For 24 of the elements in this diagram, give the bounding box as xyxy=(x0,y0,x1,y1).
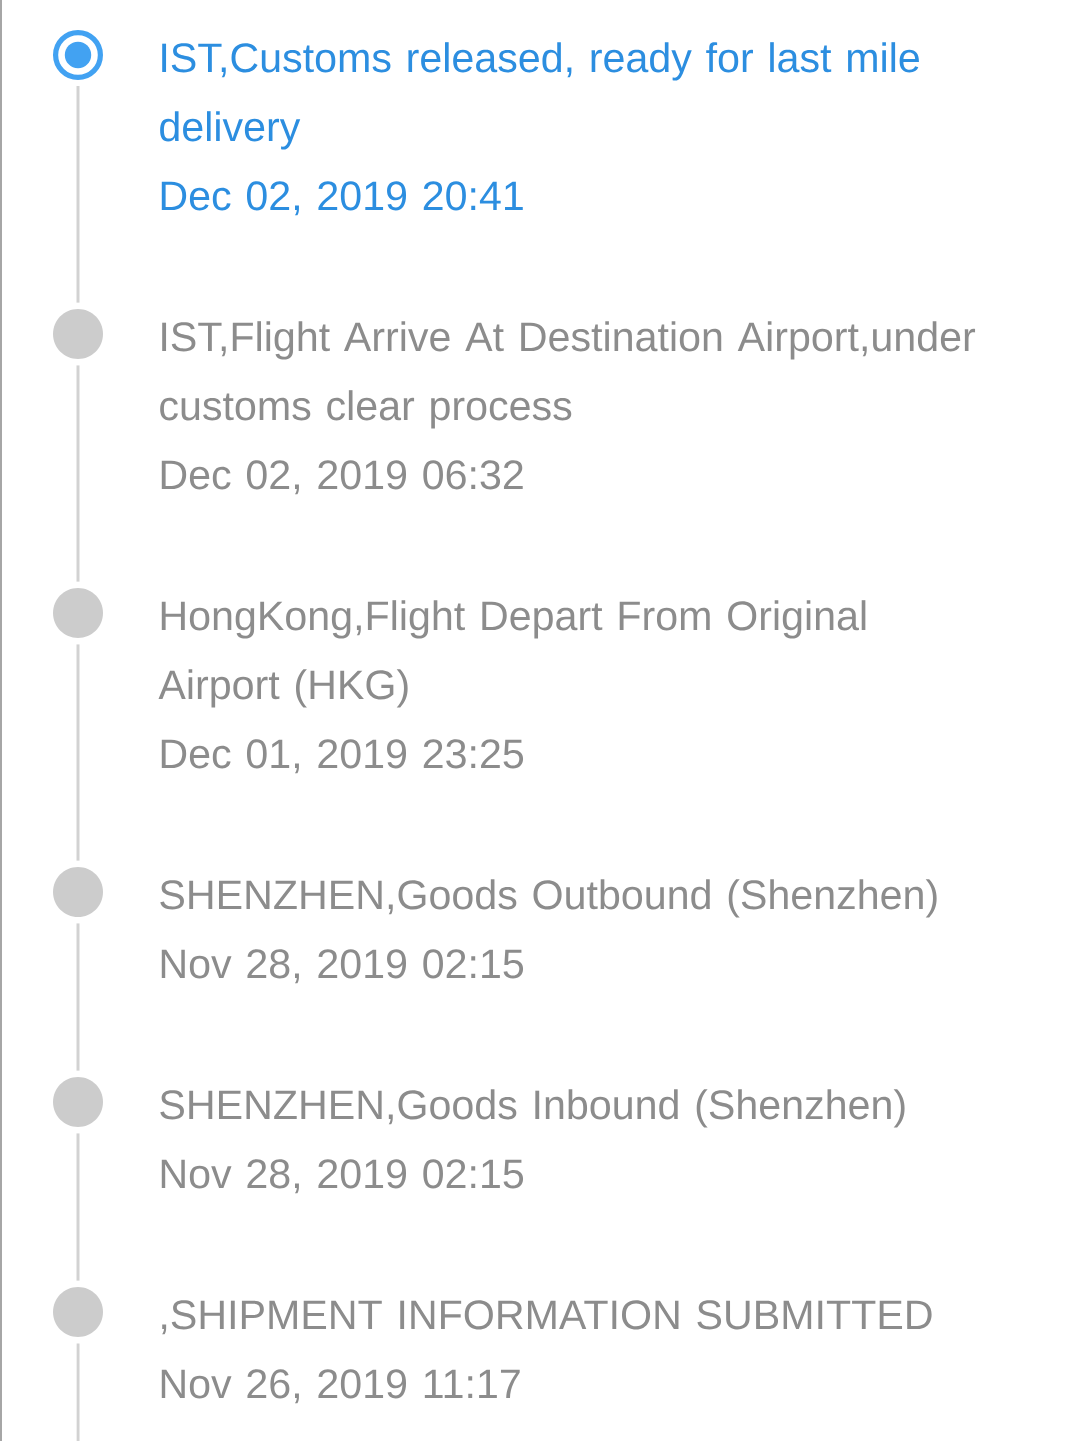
timeline-line xyxy=(76,923,80,1071)
ring-dot xyxy=(53,30,103,80)
timeline-dot xyxy=(53,309,103,359)
event-timestamp: Nov 28, 2019 02:15 xyxy=(161,949,524,984)
timeline-dot xyxy=(53,1077,103,1127)
event-timestamp: Dec 02, 2019 20:41 xyxy=(161,181,523,216)
event-description: HongKong,Flight Depart From Original Airport (HKG) xyxy=(158,600,866,708)
event-description: IST,Customs released, ready for last mile delivery xyxy=(160,42,919,150)
event-timestamp: Nov 28, 2019 02:15 xyxy=(161,1159,524,1194)
event-description: SHENZHEN,Goods Inbound (Shenzhen) xyxy=(160,1089,905,1128)
event-description: IST,Flight Arrive At Destination Airport,under customs clear process xyxy=(160,321,976,429)
timeline-line xyxy=(76,365,80,582)
timeline-dot xyxy=(53,867,103,917)
timeline-line xyxy=(76,86,80,303)
timeline-dot xyxy=(53,1287,103,1337)
timeline-line xyxy=(76,1133,80,1281)
event-timestamp: Dec 01, 2019 23:25 xyxy=(161,739,524,774)
event-timestamp: Dec 02, 2019 06:32 xyxy=(161,460,523,495)
timeline-line xyxy=(76,1343,80,1441)
event-description: ,SHIPMENT INFORMATION SUBMITTED xyxy=(162,1300,932,1335)
timeline-dot xyxy=(53,588,103,638)
event-description: SHENZHEN,Goods Outbound (Shenzhen) xyxy=(160,879,937,918)
timeline-line xyxy=(76,644,80,861)
event-timestamp: Nov 26, 2019 11:17 xyxy=(161,1369,520,1404)
